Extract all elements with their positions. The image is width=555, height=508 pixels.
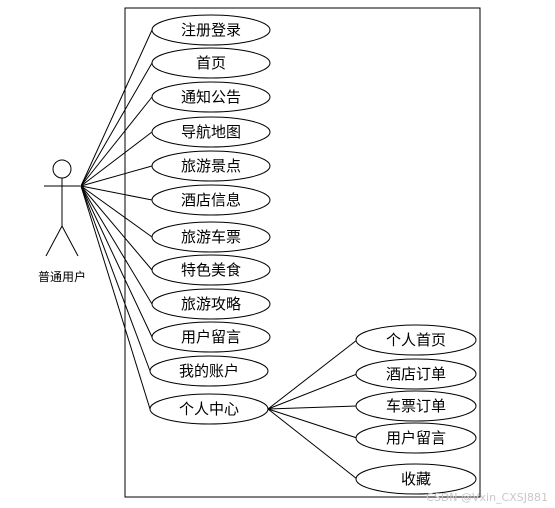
use-case-ellipse bbox=[151, 47, 271, 79]
use-case-ellipse bbox=[355, 358, 477, 390]
sub-use-case-ticket-orders[interactable]: 车票订单 bbox=[355, 390, 477, 422]
use-case-home[interactable]: 首页 bbox=[151, 47, 271, 79]
use-case-ellipse bbox=[151, 254, 271, 286]
use-case-ellipse bbox=[355, 422, 477, 454]
use-case-label: 导航地图 bbox=[181, 123, 241, 141]
use-case-label: 用户留言 bbox=[386, 429, 446, 447]
association-line bbox=[80, 185, 153, 271]
actor-figure bbox=[44, 159, 80, 257]
use-case-ellipse bbox=[151, 321, 271, 353]
sub-association-lines bbox=[267, 339, 358, 480]
use-case-ellipse bbox=[151, 150, 271, 182]
actor-head bbox=[52, 159, 72, 179]
use-case-label: 我的账户 bbox=[179, 362, 239, 380]
use-case-label: 首页 bbox=[196, 54, 226, 72]
use-case-ellipse bbox=[355, 463, 477, 495]
association-line bbox=[80, 185, 153, 338]
sub-use-case-favorites[interactable]: 收藏 bbox=[355, 463, 477, 495]
sub-association-line bbox=[267, 408, 358, 480]
association-line bbox=[80, 62, 153, 187]
use-case-label: 注册登录 bbox=[181, 21, 241, 39]
use-case-label: 酒店订单 bbox=[386, 365, 446, 383]
association-line bbox=[80, 185, 153, 201]
use-case-ellipse bbox=[151, 14, 271, 46]
use-case-notice[interactable]: 通知公告 bbox=[151, 81, 271, 113]
use-case-ellipse bbox=[149, 393, 269, 425]
sub-use-cases: 个人首页 酒店订单 车票订单 用户留言 收藏 bbox=[355, 324, 477, 495]
association-line bbox=[80, 131, 153, 187]
sub-association-line bbox=[267, 373, 358, 410]
use-case-label: 用户留言 bbox=[181, 328, 241, 346]
sub-association-line bbox=[267, 405, 358, 410]
sub-association-line bbox=[267, 339, 358, 410]
use-case-label: 个人首页 bbox=[386, 331, 446, 349]
use-case-label: 个人中心 bbox=[179, 400, 239, 418]
association-line bbox=[80, 29, 153, 187]
association-line bbox=[80, 96, 153, 187]
use-case-register-login[interactable]: 注册登录 bbox=[151, 14, 271, 46]
association-line bbox=[80, 185, 153, 238]
use-case-ellipse bbox=[151, 221, 271, 253]
use-cases: 注册登录 首页 通知公告 导航地图 旅游景点 酒店信息 旅游车票 特色美食 bbox=[149, 14, 271, 425]
use-case-travel-guide[interactable]: 旅游攻略 bbox=[151, 288, 271, 320]
actor-label: 普通用户 bbox=[38, 269, 86, 284]
use-case-label: 旅游攻略 bbox=[181, 295, 241, 313]
use-case-ellipse bbox=[151, 184, 271, 216]
use-case-label: 收藏 bbox=[401, 470, 431, 488]
use-case-label: 车票订单 bbox=[386, 397, 446, 415]
association-lines bbox=[80, 29, 153, 410]
use-case-label: 旅游车票 bbox=[181, 228, 241, 246]
use-case-my-account[interactable]: 我的账户 bbox=[149, 355, 269, 387]
use-case-ellipse bbox=[355, 324, 477, 356]
watermark: CSDN @Vxin_CXSJ881 bbox=[426, 491, 548, 504]
association-line bbox=[80, 165, 153, 187]
actor-left-leg bbox=[45, 225, 63, 257]
system-boundary bbox=[124, 7, 481, 498]
actor-right-leg bbox=[61, 225, 79, 257]
use-case-label: 特色美食 bbox=[181, 261, 241, 279]
use-case-label: 旅游景点 bbox=[181, 157, 241, 175]
use-case-ellipse bbox=[355, 390, 477, 422]
sub-use-case-hotel-orders[interactable]: 酒店订单 bbox=[355, 358, 477, 390]
use-case-user-message[interactable]: 用户留言 bbox=[151, 321, 271, 353]
use-case-hotel-info[interactable]: 酒店信息 bbox=[151, 184, 271, 216]
use-case-ellipse bbox=[151, 288, 271, 320]
use-case-travel-tickets[interactable]: 旅游车票 bbox=[151, 221, 271, 253]
use-case-ellipse bbox=[151, 116, 271, 148]
use-case-scenic-spots[interactable]: 旅游景点 bbox=[151, 150, 271, 182]
association-line bbox=[80, 185, 151, 372]
use-case-ellipse bbox=[149, 355, 269, 387]
use-case-label: 通知公告 bbox=[181, 88, 241, 106]
use-case-ellipse bbox=[151, 81, 271, 113]
association-line bbox=[80, 185, 151, 410]
use-case-local-food[interactable]: 特色美食 bbox=[151, 254, 271, 286]
sub-use-case-personal-home[interactable]: 个人首页 bbox=[355, 324, 477, 356]
use-case-nav-map[interactable]: 导航地图 bbox=[151, 116, 271, 148]
use-case-label: 酒店信息 bbox=[181, 191, 241, 209]
association-line bbox=[80, 185, 153, 305]
sub-use-case-user-message[interactable]: 用户留言 bbox=[355, 422, 477, 454]
use-case-personal-center[interactable]: 个人中心 bbox=[149, 393, 269, 425]
sub-association-line bbox=[267, 408, 358, 439]
